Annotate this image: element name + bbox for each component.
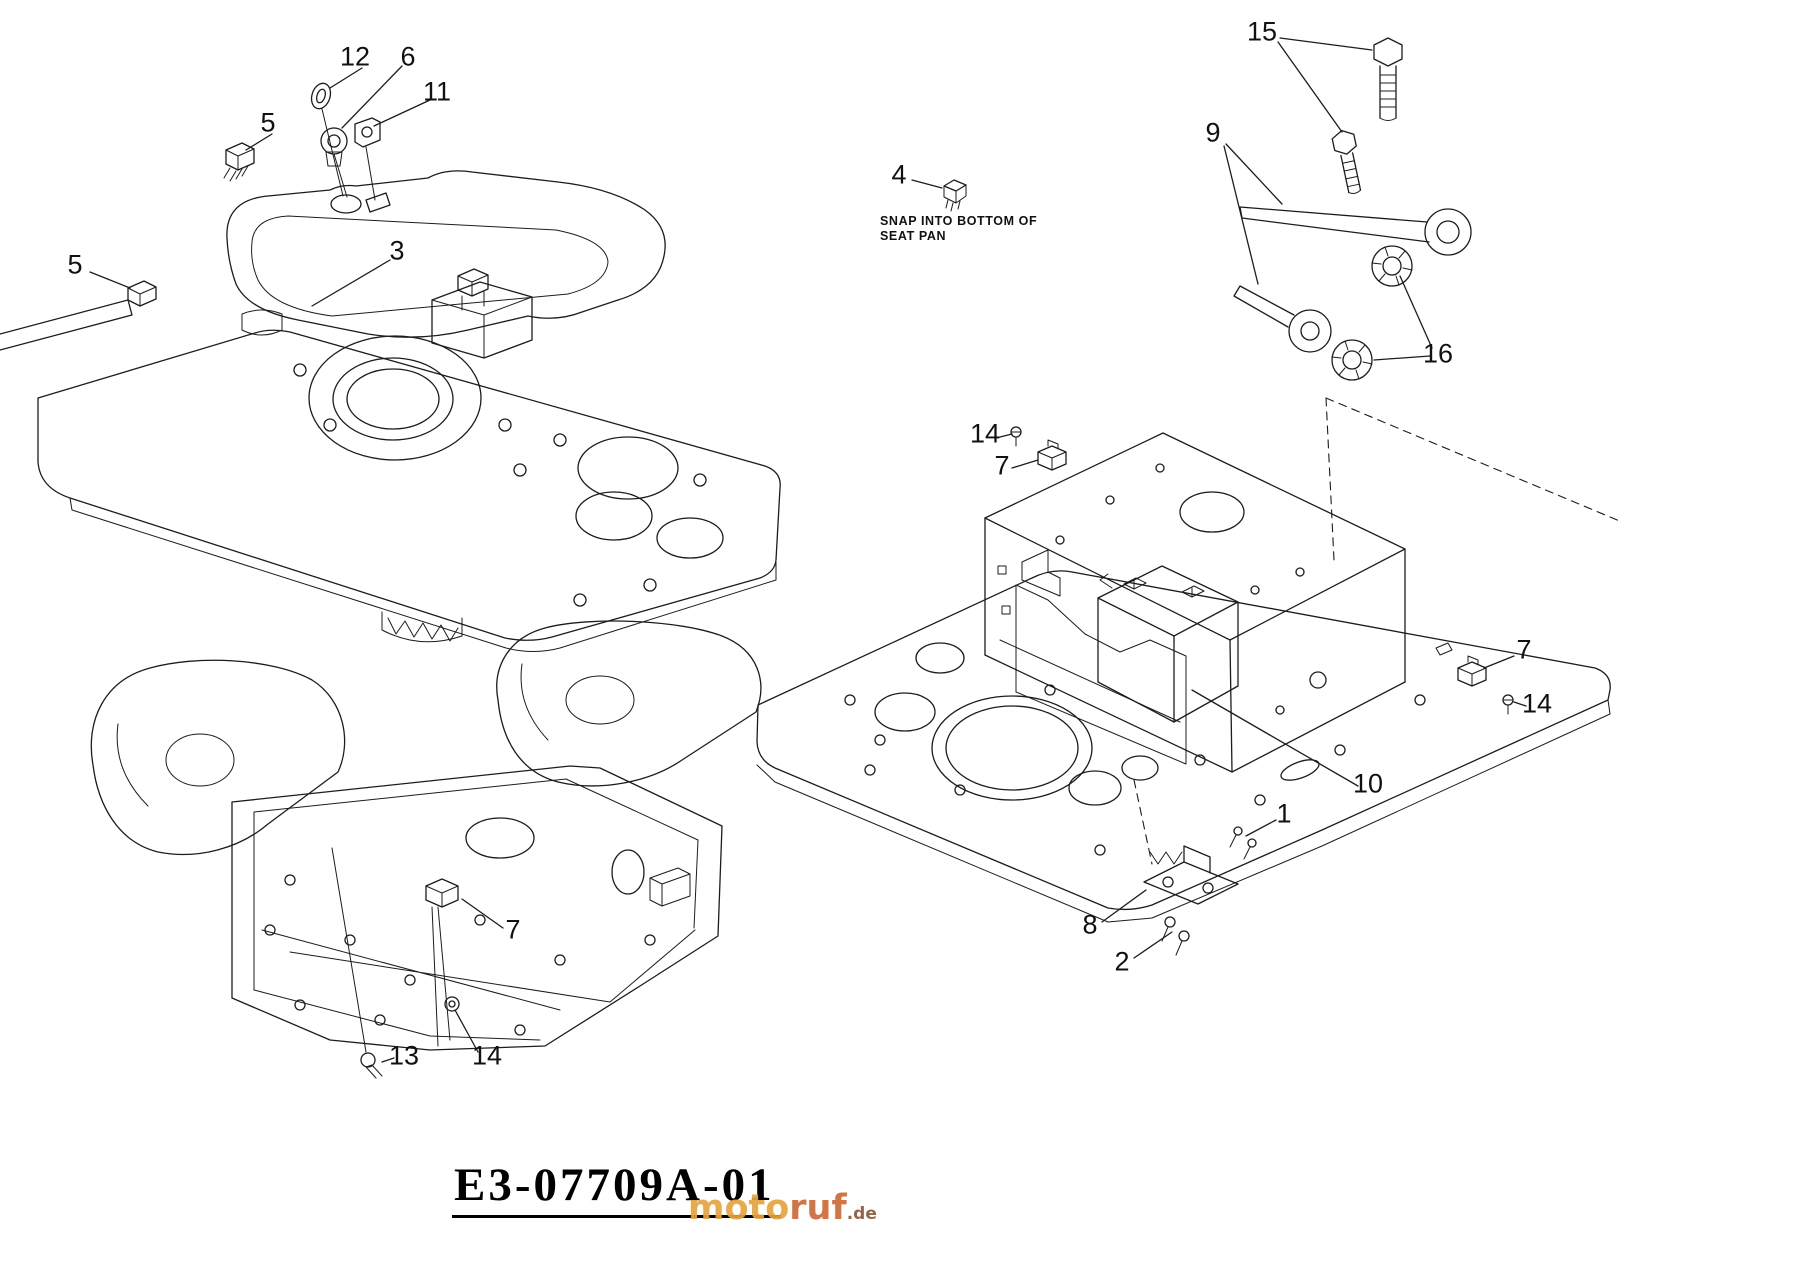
battery-box-cover: [984, 432, 1406, 773]
callout-10: 10: [1352, 768, 1384, 799]
callout-8: 8: [1082, 909, 1098, 940]
seat-pan-underside: [231, 765, 723, 1053]
callout-9: 9: [1205, 117, 1221, 148]
callout-16: 16: [1422, 338, 1454, 369]
watermark: motoruf.de: [688, 1188, 877, 1228]
watermark-suffix: .de: [846, 1204, 877, 1224]
screw-14-box-left-icon: [1010, 426, 1022, 447]
bolt-13-icon: [360, 1052, 383, 1079]
callout-11: 11: [422, 76, 452, 107]
callout-4: 4: [891, 159, 907, 190]
castle-nut-16-upper-icon: [1371, 245, 1413, 287]
nut-14-bottom-icon: [444, 996, 460, 1012]
diagram-code: E3-07709A-01: [452, 1158, 781, 1218]
ignition-switch-6-icon: [320, 127, 348, 167]
clip-7-box-left-icon: [1037, 439, 1067, 471]
seat-switch-note-line1: SNAP INTO BOTTOM OF: [880, 214, 1038, 228]
castle-nut-16-lower-icon: [1331, 339, 1373, 381]
key-12-icon: [310, 82, 332, 110]
screw-14-right-icon: [1502, 694, 1514, 715]
callout-14: 14: [471, 1040, 503, 1071]
clip-7-right-icon: [1457, 655, 1487, 687]
callout-14: 14: [969, 418, 1001, 449]
callout-5: 5: [67, 249, 83, 280]
callout-12: 12: [339, 41, 371, 72]
switch-5-top-icon: [223, 142, 255, 182]
leader-lines: [89, 37, 1527, 1063]
seat-switch-note-line2: SEAT PAN: [880, 229, 947, 243]
console-assembly: [226, 108, 666, 359]
bolt-15-small-icon: [1331, 130, 1362, 194]
callout-13: 13: [388, 1040, 420, 1071]
clip-5-left-icon: [127, 280, 157, 307]
ring-terminal-9-upper-icon: [1239, 206, 1472, 256]
screws-2-icon: [1161, 916, 1190, 956]
callout-6: 6: [400, 41, 416, 72]
callout-7: 7: [1516, 634, 1532, 665]
callout-1: 1: [1276, 798, 1292, 829]
seat-switch-4-icon: [943, 179, 967, 212]
battery-10: [1097, 565, 1239, 723]
callout-3: 3: [389, 235, 405, 266]
callout-2: 2: [1114, 946, 1130, 977]
callout-15: 15: [1246, 16, 1278, 47]
callout-7: 7: [994, 450, 1010, 481]
callout-14: 14: [1521, 688, 1553, 719]
support-bracket-8: [1133, 779, 1239, 905]
callout-5: 5: [260, 107, 276, 138]
ring-terminal-9-lower-icon: [1233, 285, 1332, 353]
fender-right: [496, 620, 762, 787]
screws-1-icon: [1229, 826, 1257, 860]
bolt-15-large-icon: [1373, 37, 1403, 121]
callout-7: 7: [505, 914, 521, 945]
watermark-main: moto: [688, 1188, 790, 1228]
chassis-frame-right: [756, 397, 1623, 923]
switch-7-bottom-icon: [425, 878, 459, 1047]
watermark-alt: ruf: [789, 1188, 847, 1228]
fender-left: [90, 659, 346, 856]
chassis-frame-top-left: [0, 299, 781, 652]
switch-11-icon: [354, 117, 381, 148]
